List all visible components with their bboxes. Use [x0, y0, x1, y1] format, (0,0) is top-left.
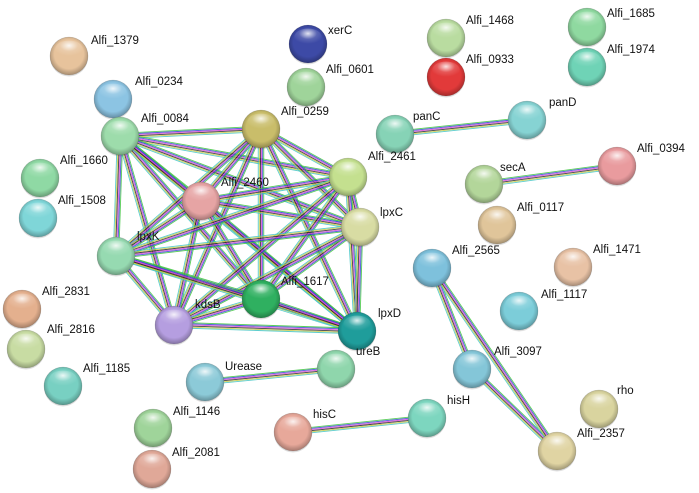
- node-label: Alfi_0117: [517, 202, 564, 214]
- node-label: Alfi_0601: [326, 64, 374, 76]
- node-lpxD[interactable]: lpxD: [337, 308, 401, 352]
- edge-Urease-ureB: [204, 365, 337, 386]
- node-Alfi_0117[interactable]: Alfi_0117: [477, 202, 564, 246]
- node-Alfi_2460[interactable]: Alfi_2460: [181, 177, 269, 222]
- node-label: Alfi_2357: [577, 428, 625, 440]
- node-Alfi_1617[interactable]: Alfi_1617: [241, 276, 329, 320]
- node-Alfi_0933[interactable]: Alfi_0933: [426, 54, 514, 98]
- edge-Alfi_0259-lpxC: [258, 126, 363, 230]
- node-label: lpxK: [137, 231, 160, 243]
- node-Alfi_0259[interactable]: Alfi_0259: [241, 106, 329, 150]
- edge-Alfi_2461-kdsB: [171, 174, 351, 328]
- node-label: hisC: [313, 409, 336, 421]
- node-lpxK[interactable]: lpxK: [96, 231, 160, 277]
- node-Alfi_1146[interactable]: Alfi_1146: [133, 406, 220, 449]
- node-label: Alfi_1185: [83, 363, 130, 375]
- node-label: Urease: [225, 361, 262, 373]
- node-label: Alfi_1379: [91, 35, 139, 47]
- node-label: lpxC: [380, 207, 403, 219]
- node-label: Alfi_2565: [452, 245, 500, 257]
- node-Alfi_0234[interactable]: Alfi_0234: [93, 76, 184, 120]
- node-Urease[interactable]: Urease: [185, 361, 262, 403]
- node-Alfi_2357[interactable]: Alfi_2357: [537, 428, 625, 472]
- node-label: Alfi_1685: [607, 8, 655, 20]
- node-panD[interactable]: panD: [507, 97, 577, 141]
- node-label: Alfi_2831: [42, 286, 90, 298]
- node-Alfi_1117[interactable]: Alfi_1117: [499, 289, 587, 332]
- node-label: lpxD: [378, 308, 401, 320]
- node-label: Alfi_0084: [141, 113, 190, 125]
- node-Alfi_1660[interactable]: Alfi_1660: [20, 155, 108, 199]
- node-Alfi_2816[interactable]: Alfi_2816: [6, 324, 95, 370]
- node-kdsB[interactable]: kdsB: [154, 299, 221, 346]
- node-label: Alfi_1660: [60, 155, 108, 167]
- node-label: Alfi_1468: [466, 15, 514, 27]
- node-hisH[interactable]: hisH: [407, 395, 470, 439]
- node-label: Alfi_1146: [173, 406, 220, 418]
- node-label: Alfi_0259: [281, 106, 329, 118]
- node-Alfi_2831[interactable]: Alfi_2831: [2, 286, 90, 330]
- edge-panC-panD: [394, 116, 528, 138]
- edge-Alfi_2460-lpxC: [200, 197, 361, 231]
- edge-lpxC-lpxK: [115, 223, 361, 260]
- node-Alfi_2081[interactable]: Alfi_2081: [132, 447, 220, 490]
- node-hisC[interactable]: hisC: [273, 409, 336, 453]
- node-Alfi_2565[interactable]: Alfi_2565: [412, 245, 500, 289]
- node-Alfi_1379[interactable]: Alfi_1379: [49, 35, 139, 77]
- node-Alfi_0084[interactable]: Alfi_0084: [100, 113, 190, 157]
- node-lpxC[interactable]: lpxC: [340, 207, 403, 248]
- node-label: Alfi_2461: [368, 151, 416, 163]
- node-ureB[interactable]: ureB: [316, 346, 381, 390]
- node-label: Alfi_2081: [172, 447, 220, 459]
- node-label: Alfi_0234: [135, 76, 184, 88]
- edge-secA-Alfi_0394: [483, 162, 618, 188]
- edge-hisC-hisH: [292, 414, 428, 436]
- edge-lpxC-kdsB: [172, 224, 362, 328]
- edge-Alfi_2460-kdsB: [170, 200, 205, 326]
- node-label: kdsB: [195, 299, 221, 311]
- node-label: Alfi_2816: [47, 324, 95, 336]
- edge-Alfi_2461-lpxK: [114, 173, 350, 260]
- node-secA[interactable]: secA: [464, 162, 526, 205]
- node-label: panD: [549, 97, 577, 109]
- node-rho[interactable]: rho: [579, 385, 634, 430]
- edge-kdsB-lpxD: [173, 321, 358, 335]
- edges-layer: [112, 116, 618, 454]
- node-xerC[interactable]: xerC: [288, 24, 352, 65]
- edge-Alfi_0084-lpxK: [112, 135, 124, 257]
- node-Alfi_0601[interactable]: Alfi_0601: [286, 64, 374, 108]
- node-Alfi_0394[interactable]: Alfi_0394: [597, 143, 686, 187]
- node-label: secA: [500, 162, 526, 174]
- node-label: Alfi_1617: [281, 276, 329, 288]
- node-Alfi_1685[interactable]: Alfi_1685: [567, 7, 655, 48]
- edge-Alfi_0259-kdsB: [171, 127, 264, 327]
- edge-Alfi_2565-Alfi_2357: [429, 266, 560, 453]
- node-Alfi_1974[interactable]: Alfi_1974: [567, 44, 656, 88]
- node-label: ureB: [356, 346, 381, 358]
- node-label: panC: [413, 111, 441, 123]
- node-label: Alfi_1974: [607, 44, 656, 56]
- node-Alfi_2461[interactable]: Alfi_2461: [328, 151, 416, 198]
- node-Alfi_1471[interactable]: Alfi_1471: [553, 244, 641, 288]
- nodes-layer: Alfi_1379 xerC Alfi_0601 Alfi_1468Alfi_0933…: [2, 7, 686, 490]
- node-Alfi_1185[interactable]: Alfi_1185: [43, 363, 130, 407]
- node-label: rho: [617, 385, 634, 397]
- node-label: Alfi_3097: [494, 346, 542, 358]
- node-label: Alfi_1471: [593, 244, 641, 256]
- node-label: Alfi_0933: [466, 54, 514, 66]
- node-label: Alfi_1508: [58, 195, 106, 207]
- node-label: Alfi_0394: [637, 143, 686, 155]
- node-Alfi_3097[interactable]: Alfi_3097: [452, 346, 542, 390]
- node-Alfi_1468[interactable]: Alfi_1468: [426, 15, 514, 59]
- node-panC[interactable]: panC: [375, 111, 441, 155]
- node-label: xerC: [328, 25, 352, 37]
- node-Alfi_1508[interactable]: Alfi_1508: [18, 195, 106, 239]
- node-label: hisH: [447, 395, 470, 407]
- node-label: Alfi_2460: [221, 177, 269, 189]
- node-label: Alfi_1117: [541, 289, 587, 301]
